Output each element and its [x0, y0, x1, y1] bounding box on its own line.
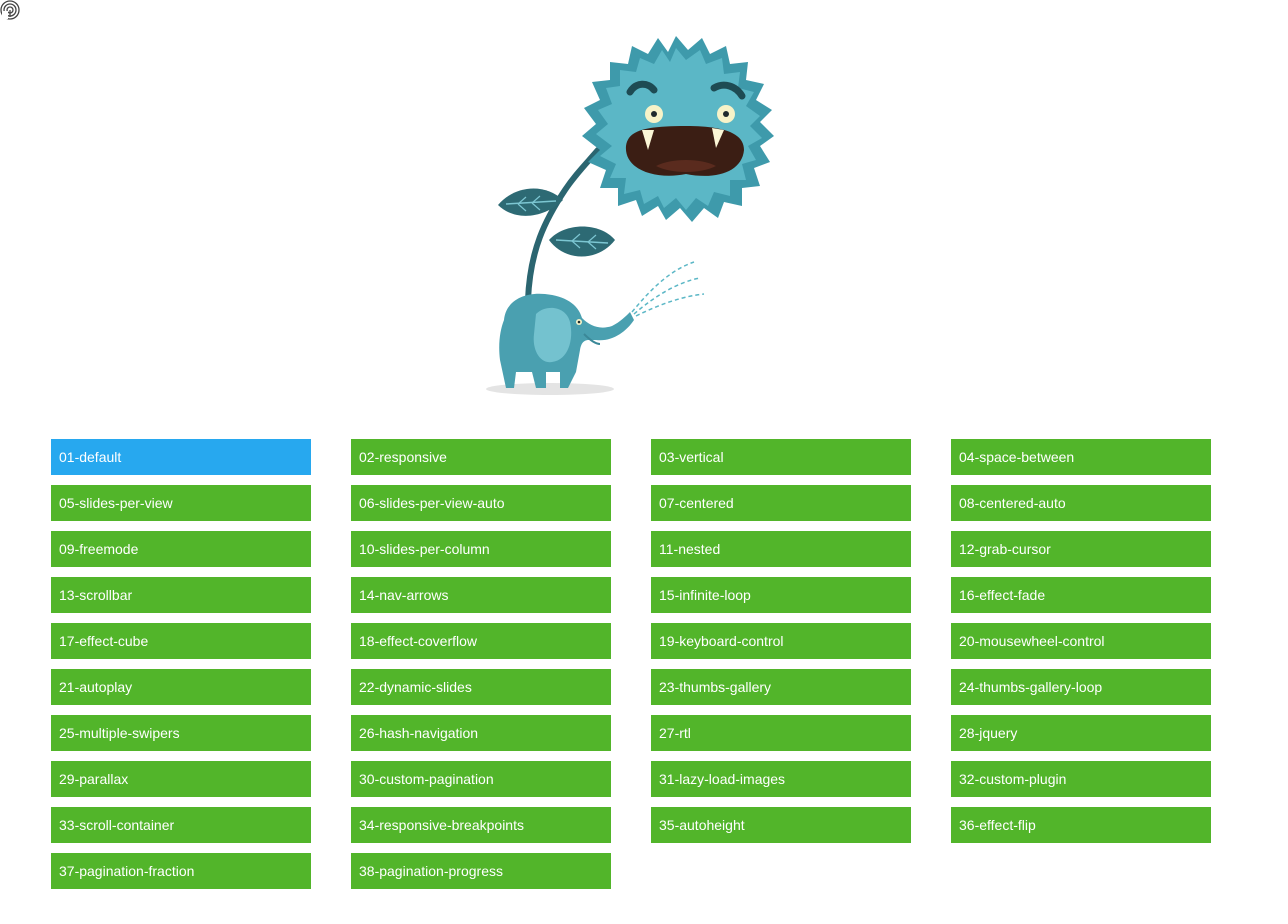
demo-link[interactable]: 03-vertical [651, 439, 911, 475]
demo-link-grid: 01-default 02-responsive 03-vertical 04-spa… [51, 439, 1211, 889]
demo-link[interactable]: 26-hash-navigation [351, 715, 611, 751]
demo-link[interactable]: 36-effect-flip [951, 807, 1211, 843]
demo-link[interactable]: 04-space-between [951, 439, 1211, 475]
demo-link[interactable]: 11-nested [651, 531, 911, 567]
demo-link[interactable]: 07-centered [651, 485, 911, 521]
demo-link[interactable]: 37-pagination-fraction [51, 853, 311, 889]
demo-link[interactable]: 27-rtl [651, 715, 911, 751]
demo-link[interactable]: 10-slides-per-column [351, 531, 611, 567]
demo-link[interactable]: 38-pagination-progress [351, 853, 611, 889]
demo-link[interactable]: 25-multiple-swipers [51, 715, 311, 751]
demo-link[interactable]: 24-thumbs-gallery-loop [951, 669, 1211, 705]
demo-link[interactable]: 22-dynamic-slides [351, 669, 611, 705]
demo-link[interactable]: 30-custom-pagination [351, 761, 611, 797]
demo-link[interactable]: 19-keyboard-control [651, 623, 911, 659]
demo-link[interactable]: 34-responsive-breakpoints [351, 807, 611, 843]
demo-link[interactable]: 20-mousewheel-control [951, 623, 1211, 659]
demo-link[interactable]: 21-autoplay [51, 669, 311, 705]
demo-link[interactable]: 05-slides-per-view [51, 485, 311, 521]
demo-link[interactable]: 16-effect-fade [951, 577, 1211, 613]
monster-illustration [486, 36, 774, 395]
demo-link[interactable]: 01-default [51, 439, 311, 475]
demo-link[interactable]: 12-grab-cursor [951, 531, 1211, 567]
demo-link[interactable]: 32-custom-plugin [951, 761, 1211, 797]
demo-link[interactable]: 28-jquery [951, 715, 1211, 751]
demo-link[interactable]: 13-scrollbar [51, 577, 311, 613]
demo-link[interactable]: 29-parallax [51, 761, 311, 797]
demo-link[interactable]: 33-scroll-container [51, 807, 311, 843]
fingerprint-icon[interactable] [0, 0, 20, 20]
demo-link[interactable]: 14-nav-arrows [351, 577, 611, 613]
hero-illustration [0, 0, 1288, 420]
demo-link[interactable]: 23-thumbs-gallery [651, 669, 911, 705]
demo-link[interactable]: 08-centered-auto [951, 485, 1211, 521]
demo-link[interactable]: 18-effect-coverflow [351, 623, 611, 659]
demo-link[interactable]: 17-effect-cube [51, 623, 311, 659]
demo-link[interactable]: 09-freemode [51, 531, 311, 567]
demo-link[interactable]: 15-infinite-loop [651, 577, 911, 613]
demo-link[interactable]: 31-lazy-load-images [651, 761, 911, 797]
demo-link[interactable]: 02-responsive [351, 439, 611, 475]
demo-link[interactable]: 35-autoheight [651, 807, 911, 843]
demo-link[interactable]: 06-slides-per-view-auto [351, 485, 611, 521]
